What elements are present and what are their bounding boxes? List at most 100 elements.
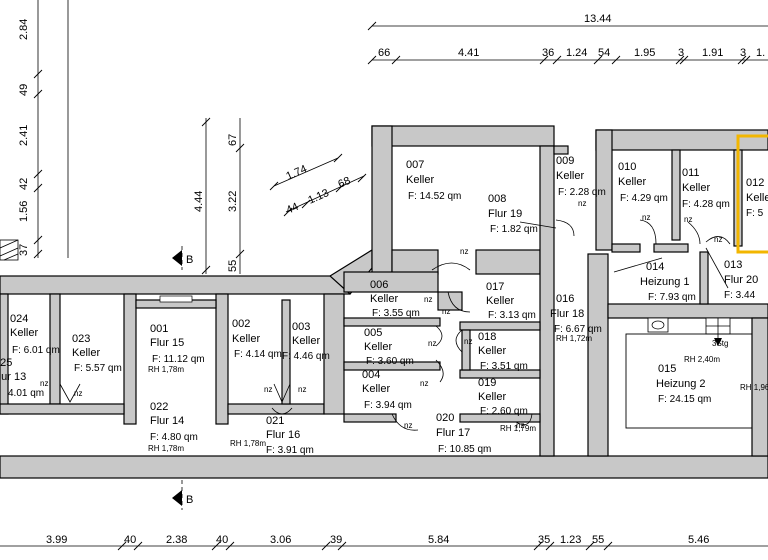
room-017-id: 017 (486, 281, 504, 293)
room-017-area: F: 3.13 qm (488, 310, 536, 321)
room-015-rh: RH 2,40m (684, 355, 720, 364)
nz-label: nz (428, 339, 436, 348)
room-024-name: Keller (10, 327, 38, 339)
room-007-name: Keller (406, 174, 434, 186)
room-019-name: Keller (478, 391, 506, 403)
dim-bottom-1: 40 (124, 534, 136, 546)
stair-symbol (0, 239, 19, 261)
dim-diag-0: 1.74 (284, 163, 308, 183)
room-010-area: F: 4.29 qm (620, 193, 668, 204)
room-007-area: F: 14.52 qm (408, 191, 461, 202)
room-001-name: Flur 15 (150, 337, 184, 349)
dim-top-0: 66 (378, 47, 390, 59)
dim-bottom-5: 39 (330, 534, 342, 546)
section-label-bottom: B (186, 494, 193, 506)
room-021-rh: RH 1,78m (230, 439, 266, 448)
nz-label: nz (298, 385, 306, 394)
misc-labels: nz nz nz nz nz nz nz nz nz nz nz nz nz n… (40, 199, 768, 430)
selected-room-highlight (736, 134, 768, 254)
room-015-area: F: 24.15 qm (658, 394, 711, 405)
nz-label: nz (74, 389, 82, 398)
room-016-id: 016 (556, 293, 574, 305)
steps-label: 3Stg (712, 339, 728, 348)
room-003-name: Keller (292, 335, 320, 347)
room-009-area: F: 2.28 qm (558, 187, 606, 198)
dim-mid-b0: 67 (227, 134, 239, 146)
room-021-area: F: 3.91 qm (266, 445, 314, 456)
room-016-rh: RH 1,72m (556, 334, 592, 343)
room-labels: 024 Keller F: 6.01 qm 023 Keller F: 5.57… (0, 155, 768, 456)
room-012-id: 012 (746, 177, 764, 189)
dim-left-3: 42 (18, 178, 30, 190)
room-018-name: Keller (478, 345, 506, 357)
room-001-area: F: 11.12 qm (152, 354, 205, 365)
nz-label: nz (516, 421, 524, 430)
dim-left-1: 49 (18, 84, 30, 96)
room-005-id: 005 (364, 327, 382, 339)
room-013-id: 013 (724, 259, 742, 271)
room-024-id: 024 (10, 313, 28, 325)
section-marker-bottom: B (172, 480, 193, 510)
dim-mid-b1: 3.22 (227, 191, 239, 212)
room-007-id: 007 (406, 159, 424, 171)
nz-label: nz (714, 235, 722, 244)
nz-label: nz (420, 379, 428, 388)
room-009-name: Keller (556, 170, 584, 182)
dim-left-2: 2.41 (18, 125, 30, 146)
room-020-area: F: 10.85 qm (438, 444, 491, 455)
room-025-area: 4.01 qm (8, 388, 44, 399)
room-003-area: F: 4.46 qm (282, 351, 330, 362)
dim-diag-2: 1.13 (306, 187, 330, 207)
room-022-id: 022 (150, 401, 168, 413)
room-009-id: 009 (556, 155, 574, 167)
room-011-name: Keller (682, 182, 710, 194)
dim-top-total: 13.44 (584, 13, 612, 25)
room-017-name: Keller (486, 295, 514, 307)
walls (0, 125, 768, 479)
room-011-id: 011 (682, 167, 700, 179)
room-019-area: F: 2.60 qm (480, 406, 528, 417)
room-008-name: Flur 19 (488, 208, 522, 220)
door-symbols (59, 219, 731, 431)
room-004-name: Keller (362, 383, 390, 395)
room-013-area: F: 3.44 (724, 290, 756, 301)
dim-mid-a: 4.44 (193, 191, 205, 212)
room-013-name: Flur 20 (724, 274, 758, 286)
room-002-name: Keller (232, 333, 260, 345)
room-006-id: 006 (370, 279, 388, 291)
dim-bottom-8: 1.23 (560, 534, 581, 546)
room-020-id: 020 (436, 412, 454, 424)
room-018-area: F: 3.51 qm (480, 361, 528, 372)
room-011-area: F: 4.28 qm (682, 199, 730, 210)
room-025-id: 025 (0, 357, 12, 369)
room-018-id: 018 (478, 331, 496, 343)
dim-top-4: 54 (598, 47, 610, 59)
room-014-area: F: 7.93 qm (648, 292, 696, 303)
room-021-id: 021 (266, 415, 284, 427)
dim-left-4: 1.56 (18, 201, 30, 222)
room-014-id: 014 (646, 261, 664, 273)
room-019-rh: RH 1,79m (500, 424, 536, 433)
dim-top-5: 1.95 (634, 47, 655, 59)
room-021-name: Flur 16 (266, 429, 300, 441)
room-003-id: 003 (292, 321, 310, 333)
section-label-top: B (186, 254, 193, 266)
dim-top-8: 3 (740, 47, 746, 59)
dim-top-9: 1. (756, 47, 765, 59)
dim-bottom-7: 35 (538, 534, 550, 546)
room-004-area: F: 3.94 qm (364, 400, 412, 411)
room-015-name: Heizung 2 (656, 378, 706, 390)
nz-label: nz (404, 421, 412, 430)
room-023-name: Keller (72, 347, 100, 359)
room-005-name: Keller (364, 341, 392, 353)
nz-label: nz (40, 379, 48, 388)
room-022-name: Flur 14 (150, 415, 184, 427)
dim-bottom-9: 55 (592, 534, 604, 546)
room-016-name: Flur 18 (550, 308, 584, 320)
nz-label: nz (578, 199, 586, 208)
dim-top-1: 4.41 (458, 47, 479, 59)
room-023-area: F: 5.57 qm (74, 363, 122, 374)
dim-bottom-6: 5.84 (428, 534, 449, 546)
dim-top-7: 1.91 (702, 47, 723, 59)
